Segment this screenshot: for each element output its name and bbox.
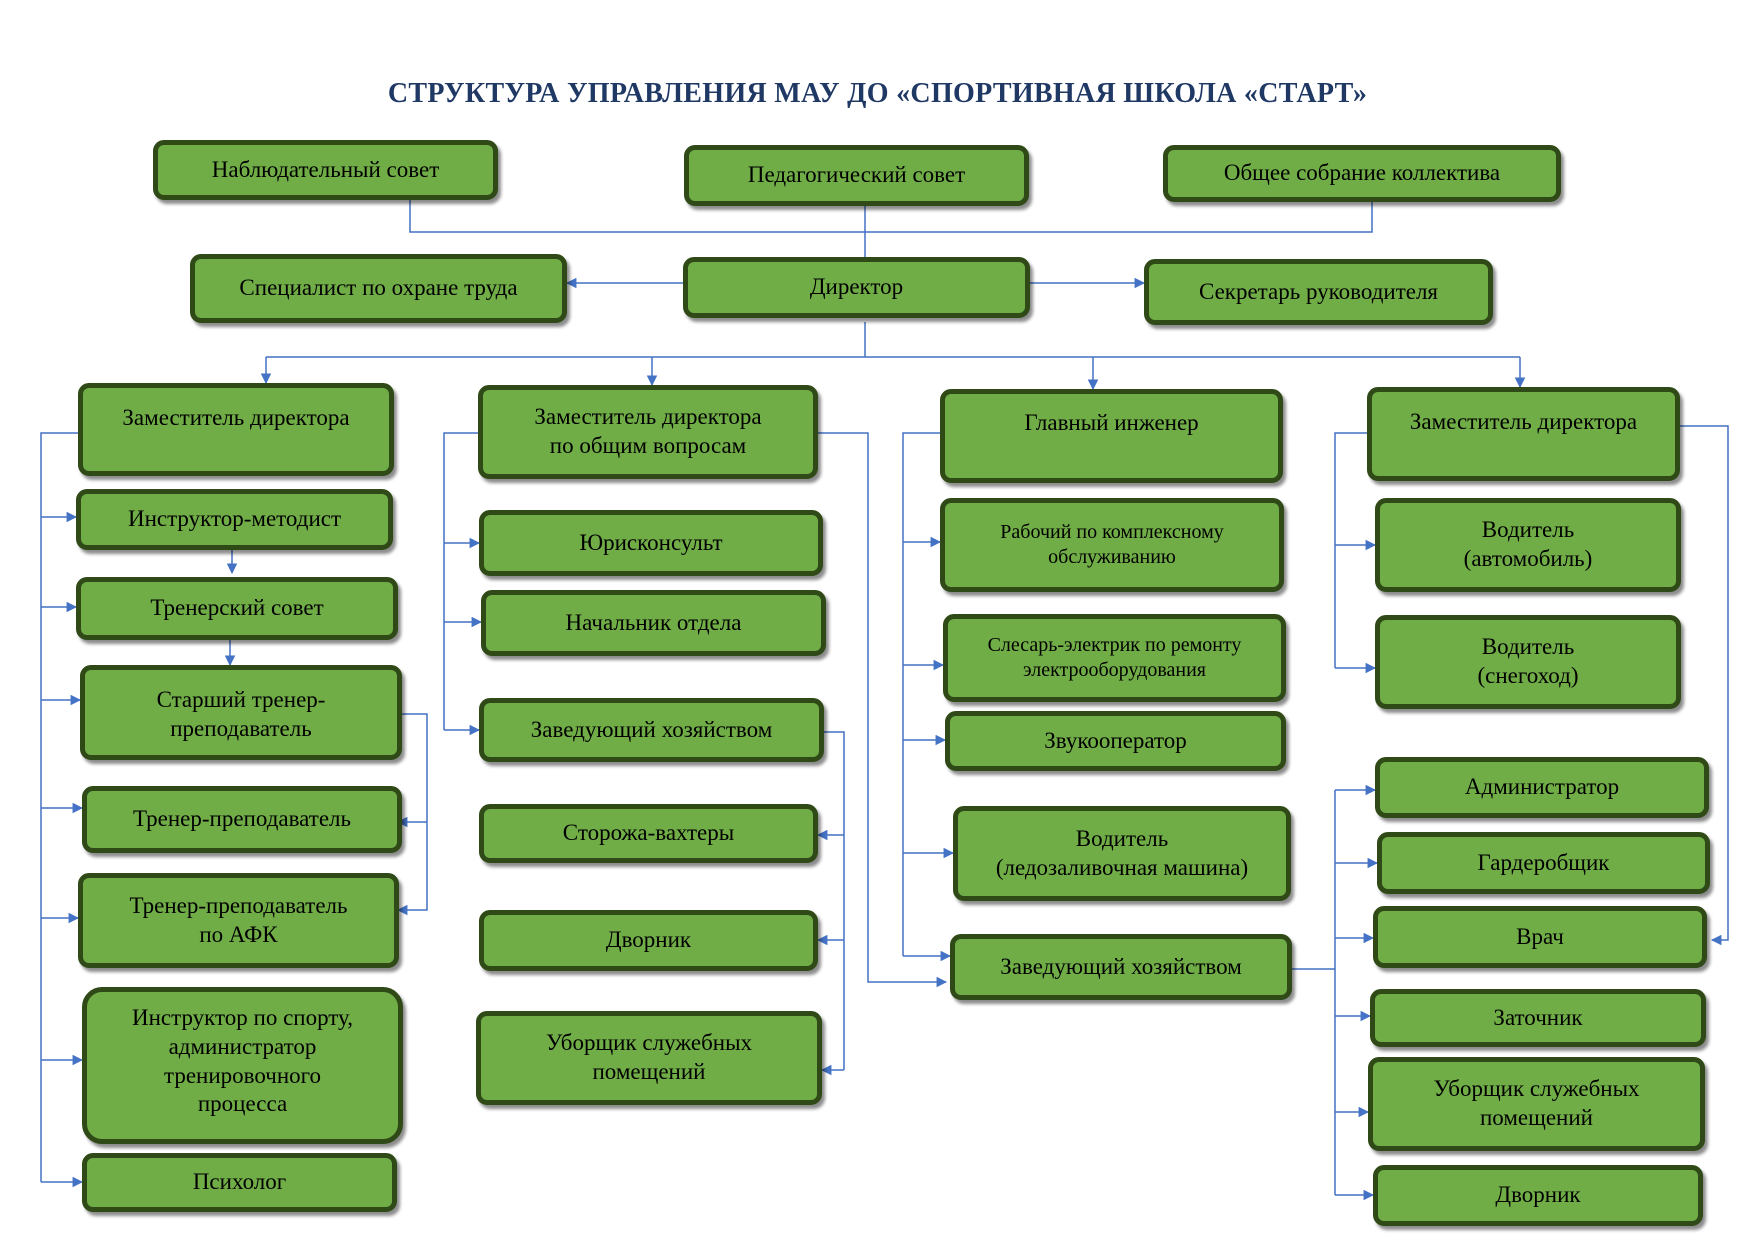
col3-item-box: Рабочий по комплексному обслуживанию bbox=[940, 498, 1284, 592]
col1-item-box: Инструктор-методист bbox=[76, 489, 393, 550]
col2-item-box: Юрисконсульт bbox=[479, 510, 823, 576]
col1-item-box: Тренерский совет bbox=[76, 577, 398, 640]
col4-driver-box: Водитель (снегоход) bbox=[1375, 615, 1681, 709]
connector-col2-to-col3-janitor bbox=[818, 432, 948, 988]
connector-top-bus bbox=[409, 200, 1373, 233]
col1-item-box: Психолог bbox=[82, 1153, 397, 1212]
secretary-box: Секретарь руководителя bbox=[1144, 259, 1493, 325]
col4-item-box: Гардеробщик bbox=[1377, 832, 1710, 894]
col4-driver-box: Водитель (автомобиль) bbox=[1375, 498, 1681, 592]
col3-item-box: Звукооператор bbox=[945, 711, 1286, 771]
supervisory-board-box: Наблюдательный совет bbox=[153, 140, 498, 200]
col3-item-box: Слесарь-электрик по ремонту электрообору… bbox=[943, 614, 1286, 702]
col2-item-box: Дворник bbox=[479, 910, 818, 971]
col4-head-box: Заместитель директора bbox=[1367, 387, 1680, 481]
col4-item-box: Уборщик служебных помещений bbox=[1368, 1057, 1705, 1151]
col4-item-box: Заточник bbox=[1370, 989, 1706, 1047]
col4-item-box: Дворник bbox=[1373, 1165, 1703, 1226]
general-meeting-box: Общее собрание коллектива bbox=[1163, 145, 1561, 202]
col2-item-box: Сторожа-вахтеры bbox=[479, 804, 818, 863]
col2-item-box: Заведующий хозяйством bbox=[479, 698, 824, 762]
col3-item-box: Заведующий хозяйством bbox=[950, 934, 1292, 1000]
col4-item-box: Врач bbox=[1373, 906, 1707, 968]
col2-head-box: Заместитель директора по общим вопросам bbox=[478, 385, 818, 479]
labor-safety-specialist-box: Специалист по охране труда bbox=[190, 254, 567, 323]
col1-item-box: Тренер-преподаватель по АФК bbox=[78, 873, 399, 968]
director-box: Директор bbox=[683, 257, 1030, 318]
col1-item-box: Тренер-преподаватель bbox=[82, 786, 402, 853]
pedagogical-council-box: Педагогический совет bbox=[684, 145, 1029, 206]
connector-col4-bus bbox=[1334, 432, 1367, 668]
col1-item-box: Старший тренер- преподаватель bbox=[80, 665, 402, 760]
col4-item-box: Администратор bbox=[1375, 757, 1709, 818]
col3-head-box: Главный инженер bbox=[940, 389, 1283, 483]
col2-item-box: Начальник отдела bbox=[481, 590, 826, 656]
page-title: СТРУКТУРА УПРАВЛЕНИЯ МАУ ДО «СПОРТИВНАЯ … bbox=[387, 78, 1368, 109]
col1-item-box: Инструктор по спорту, администратор трен… bbox=[82, 987, 403, 1144]
col3-item-box: Водитель (ледозаливочная машина) bbox=[953, 806, 1291, 901]
connector-col2-bus bbox=[443, 432, 478, 730]
connector-col1-bus bbox=[40, 432, 78, 1182]
col1-head-box: Заместитель директора bbox=[78, 383, 394, 476]
connector-col3-bus bbox=[902, 432, 940, 956]
col2-item-box: Уборщик служебных помещений bbox=[476, 1011, 822, 1105]
